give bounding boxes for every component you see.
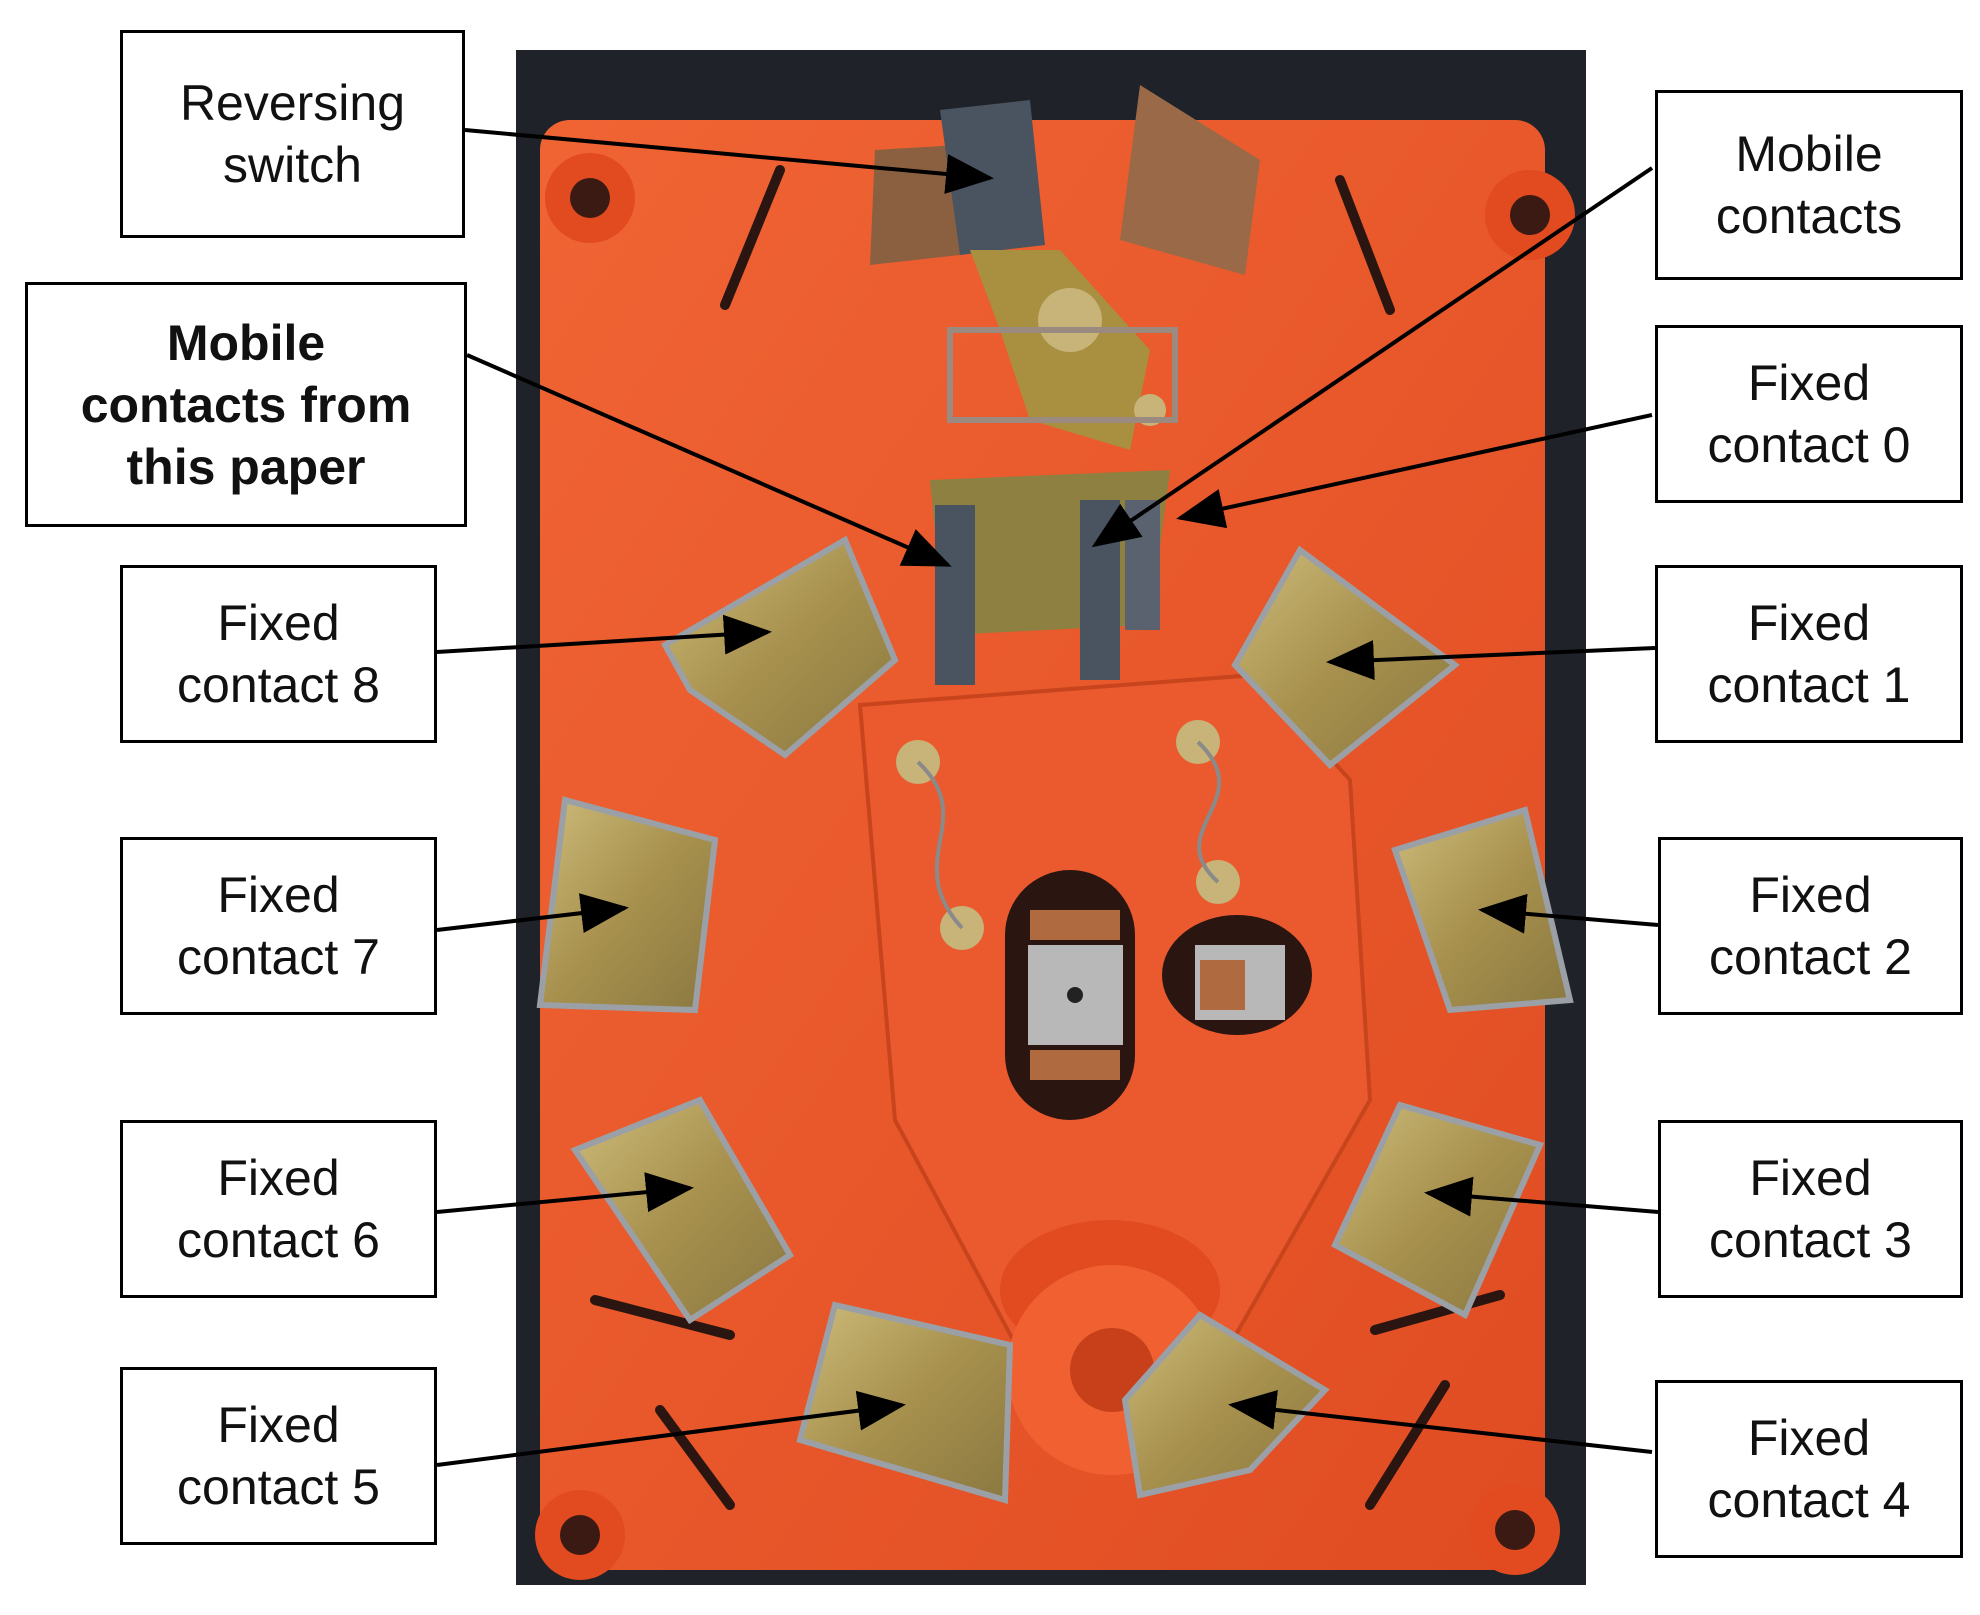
spring-bolts <box>896 720 1240 950</box>
callout-fixed-contact-4: Fixed contact 4 <box>1655 1380 1963 1558</box>
callout-line: contact 1 <box>1707 657 1911 713</box>
callout-fixed-contact-2: Fixed contact 2 <box>1658 837 1963 1015</box>
arrow-fixed-5 <box>436 1390 906 1467</box>
arrow-fixed-2 <box>1478 893 1659 934</box>
corner-boss <box>535 1490 625 1580</box>
callout-line: Fixed <box>217 1150 340 1206</box>
callout-line: Fixed <box>1749 867 1872 923</box>
callout-mobile-contacts: Mobile contacts <box>1655 90 1963 280</box>
fixed-contact-7-shape <box>536 796 719 1014</box>
callout-line: Fixed <box>217 1397 340 1453</box>
corner-boss <box>545 153 635 243</box>
callout-line: Fixed <box>1747 355 1871 411</box>
callout-fixed-contact-1: Fixed contact 1 <box>1655 565 1963 743</box>
callout-line: Fixed <box>217 867 340 923</box>
arrow-fixed-0 <box>1176 413 1653 529</box>
callout-line: contact 7 <box>177 929 380 985</box>
callout-fixed-contact-5: Fixed contact 5 <box>120 1367 437 1545</box>
callout-line: Fixed <box>1747 595 1871 651</box>
callout-line: contact 6 <box>177 1212 380 1268</box>
callout-fixed-contact-0: Fixed contact 0 <box>1655 325 1963 503</box>
arrow-fixed-6 <box>436 1172 694 1214</box>
arrow-fixed-8 <box>436 614 772 655</box>
arrow-fixed-7 <box>436 893 629 933</box>
callout-line: contact 0 <box>1707 417 1911 473</box>
callout-line: Mobile <box>166 314 326 371</box>
arrow-fixed-1 <box>1326 640 1656 681</box>
callout-fixed-contact-6: Fixed contact 6 <box>120 1120 437 1298</box>
arrow-fixed-3 <box>1424 1176 1659 1217</box>
callout-line: contact 3 <box>1709 1212 1912 1268</box>
callout-fixed-contact-7: Fixed contact 7 <box>120 837 437 1015</box>
callout-line: contact 8 <box>177 657 380 713</box>
callout-line: contact 2 <box>1709 929 1912 985</box>
callout-line: contact 4 <box>1707 1472 1911 1528</box>
carriage-windows <box>1005 870 1312 1120</box>
leader-arrows <box>436 128 1659 1467</box>
corner-boss <box>1470 1485 1560 1575</box>
arrow-fixed-4 <box>1228 1390 1653 1454</box>
callout-line: contact 5 <box>177 1459 380 1515</box>
callout-fixed-contact-3: Fixed contact 3 <box>1658 1120 1963 1298</box>
callout-line: Fixed <box>217 595 340 651</box>
callout-mobile-contacts-paper: Mobile contacts from this paper <box>25 282 467 527</box>
plate-slots <box>590 165 1505 1510</box>
callout-fixed-contact-8: Fixed contact 8 <box>120 565 437 743</box>
callout-line: Fixed <box>1747 1410 1871 1466</box>
callout-line: switch <box>223 137 362 193</box>
callout-line: Mobile <box>1735 126 1883 182</box>
arrow-mobile-contacts <box>1091 166 1654 548</box>
fixed-contact-4-shape <box>1121 1311 1330 1499</box>
corner-boss <box>1485 170 1575 260</box>
callout-line: contacts <box>1715 188 1903 244</box>
callout-line: contacts from <box>80 376 412 433</box>
callout-line: Reversing <box>179 75 406 131</box>
callout-line: Fixed <box>1749 1150 1872 1206</box>
fixed-contact-8-shape <box>660 535 899 759</box>
arrow-reversing-switch <box>464 128 994 194</box>
arrow-mobile-contacts-paper <box>466 353 952 567</box>
callout-reversing-switch: Reversing switch <box>120 30 465 238</box>
callout-line: this paper <box>126 438 366 495</box>
